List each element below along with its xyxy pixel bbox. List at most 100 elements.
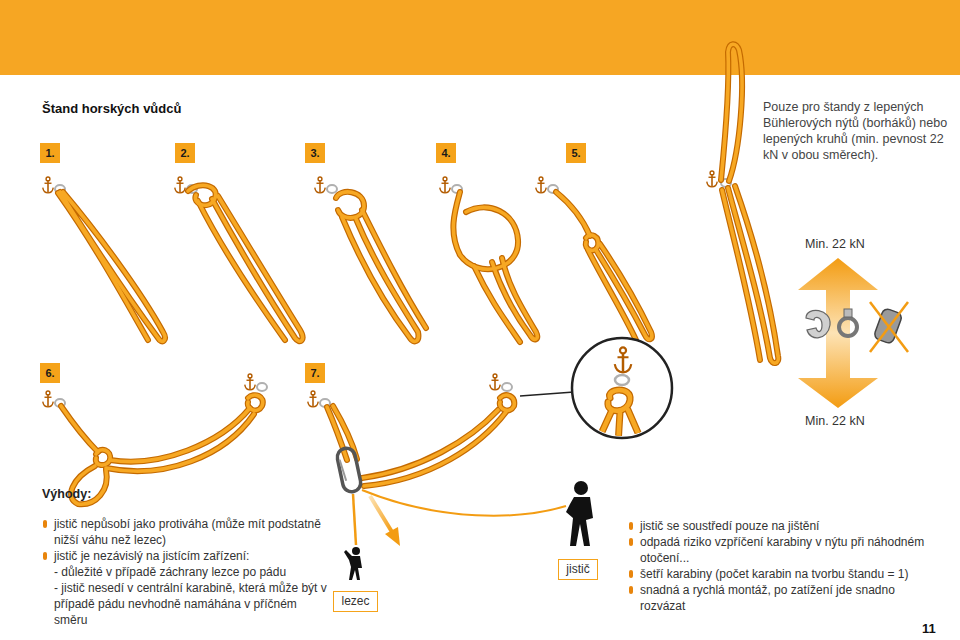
detail-circle	[596, 347, 642, 445]
step-number: 1.	[40, 143, 60, 163]
anchor-symbol	[707, 171, 718, 187]
sling-outline	[586, 235, 599, 250]
anchor-symbol	[440, 177, 451, 193]
sling	[58, 193, 148, 340]
node-text: 1.	[45, 147, 54, 159]
sling	[588, 250, 636, 340]
list-item: jistič je nezávislý na jistícím zařízení…	[42, 548, 330, 564]
anchor-symbol	[536, 177, 547, 193]
climber-figure	[352, 547, 360, 555]
pull-arrow	[385, 527, 400, 546]
rope	[353, 494, 356, 545]
bolt-hanger	[257, 383, 267, 391]
detail-circle	[520, 392, 574, 396]
sling-outline	[198, 201, 285, 340]
advantages-column: jistič se soustředí pouze na jištěníodpa…	[628, 518, 928, 614]
bolt-icons	[870, 302, 908, 352]
climber-figure	[344, 550, 362, 580]
sling	[556, 192, 590, 236]
advantages-column: Výhody:jistič nepůsobí jako protiváha (m…	[42, 486, 330, 628]
anchor-symbol	[308, 391, 319, 407]
detail-circle	[596, 410, 612, 445]
sling	[336, 192, 364, 218]
page-number: 11	[922, 621, 936, 637]
sling	[728, 186, 778, 363]
list-subitem: - důležité v případě záchrany lezce po p…	[42, 564, 330, 580]
sling	[474, 266, 520, 342]
sling-outline	[212, 196, 303, 341]
sling	[722, 190, 760, 360]
anchor-symbol	[315, 177, 326, 193]
step-number: 6.	[40, 363, 60, 383]
sling	[198, 201, 285, 340]
sling	[96, 450, 110, 465]
node-text: lezec	[341, 594, 369, 609]
step-number: 7.	[305, 363, 325, 383]
sling-outline	[110, 408, 250, 462]
anchor-symbol	[175, 177, 186, 193]
sling	[586, 235, 599, 250]
node-text: 2.	[180, 147, 189, 159]
sling-outline	[722, 190, 760, 360]
list-item: snadná a rychlá montáž, po zatížení jde …	[628, 582, 928, 614]
sling-outline	[492, 258, 537, 339]
list-item: šetří karabiny (počet karabin na tvorbu …	[628, 566, 928, 582]
detail-circle	[596, 390, 642, 445]
sling-outline	[61, 406, 98, 452]
list-item: odpadá riziko vzpříčení karabiny v nýtu …	[628, 534, 928, 566]
sling	[110, 408, 250, 462]
detail-circle	[608, 390, 630, 411]
sling	[364, 412, 506, 486]
diagram-title: Štand horských vůdců	[42, 101, 181, 116]
sling	[492, 258, 537, 339]
node-text: 7.	[310, 367, 319, 379]
anchor-symbol	[43, 391, 54, 407]
rope	[353, 490, 566, 545]
climber-figure	[344, 547, 362, 580]
pull-arrow	[370, 496, 392, 532]
double-arrow	[798, 258, 878, 408]
sling	[596, 244, 652, 339]
node-text: 3.	[310, 147, 319, 159]
sling-outline	[248, 395, 263, 410]
sling	[362, 210, 426, 328]
sling	[248, 395, 263, 410]
step-number: 4.	[436, 143, 456, 163]
anchor-symbol	[245, 374, 256, 390]
belayer-figure	[566, 481, 593, 546]
sling-outline	[60, 192, 165, 341]
sling	[106, 414, 254, 471]
sling-outline	[342, 217, 418, 341]
sling	[500, 395, 514, 410]
list-subitem: - jistič nesedí v centrální karabině, kt…	[42, 580, 330, 628]
sling-outline	[96, 450, 110, 465]
node-text: 4.	[441, 147, 450, 159]
list-item: jistič se soustředí pouze na jištění	[628, 518, 928, 534]
sling-outline	[362, 210, 426, 328]
bolt-hanger	[502, 383, 512, 391]
sling-outline	[556, 192, 590, 236]
sling-outline	[721, 44, 742, 181]
detail-circle	[520, 338, 672, 445]
pull-arrow	[370, 496, 400, 546]
detail-circle	[628, 410, 642, 442]
bolt-icons	[806, 302, 908, 352]
bolt-icons	[806, 310, 830, 337]
force-label: Min. 22 kN	[805, 236, 865, 252]
belayer-figure	[574, 481, 588, 495]
bolt-icons	[844, 309, 852, 317]
detail-circle	[596, 410, 612, 445]
rope	[362, 490, 566, 516]
step-number: 3.	[305, 143, 325, 163]
sling	[721, 44, 742, 181]
sling	[61, 406, 98, 452]
detail-circle	[608, 390, 630, 411]
node-text: 6.	[45, 367, 54, 379]
force-label: Min. 22 kN	[805, 413, 865, 429]
bolt-icons	[870, 302, 908, 352]
detail-circle	[596, 390, 642, 445]
detail-circle	[618, 412, 620, 445]
sling-outline	[58, 193, 148, 340]
sling	[188, 185, 216, 205]
